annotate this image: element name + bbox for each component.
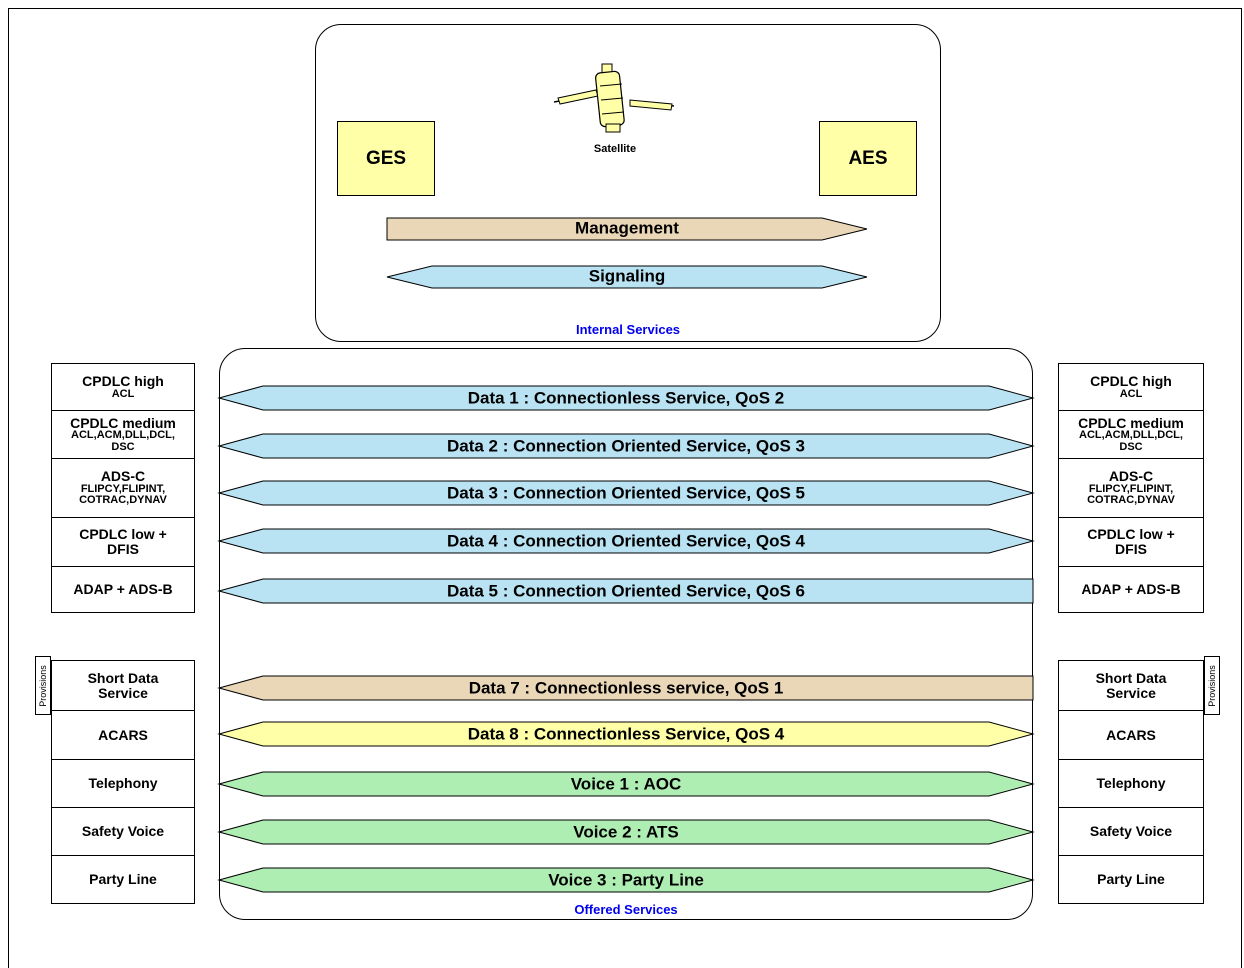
- service-title: CPDLC medium: [70, 414, 176, 431]
- service-arrow-label-1: Data 1 : Connectionless Service, QoS 2: [468, 388, 785, 407]
- service-title: Telephony: [1096, 775, 1166, 792]
- service-subtitle: ACL,ACM,DLL,DCL,: [1079, 429, 1183, 442]
- service-arrow-4: [217, 528, 1035, 554]
- service-subtitle: Service: [98, 684, 148, 701]
- service-arrow-9: [217, 819, 1035, 845]
- service-subtitle: ACL: [1119, 387, 1143, 400]
- service-title: Party Line: [89, 871, 157, 888]
- service-title: ADAP + ADS-B: [1081, 581, 1181, 598]
- service-arrow-label-6: Data 7 : Connectionless service, QoS 1: [469, 678, 784, 697]
- service-title: ACARS: [1106, 726, 1156, 743]
- service-title: Safety Voice: [81, 823, 165, 840]
- aes-label: AES: [848, 147, 888, 169]
- service-title: CPDLC medium: [1078, 414, 1184, 431]
- service-title: Short Data: [1095, 669, 1167, 686]
- service-box: ADAP + ADS-B: [51, 566, 195, 613]
- service-arrow-label-2: Data 2 : Connection Oriented Service, Qo…: [447, 436, 805, 455]
- offered-services-caption: Offered Services: [574, 902, 678, 917]
- service-arrow-label-10: Voice 3 : Party Line: [548, 870, 704, 889]
- service-title: ACARS: [98, 726, 148, 743]
- service-arrow-2: [217, 433, 1035, 459]
- service-subtitle: FLIPCY,FLIPINT,: [80, 482, 166, 495]
- service-subtitle: ACL,ACM,DLL,DCL,: [71, 429, 175, 442]
- service-arrow-10: [217, 867, 1035, 893]
- service-subtitle: COTRAC,DYNAV: [1087, 494, 1175, 507]
- ges-label: GES: [365, 147, 407, 169]
- service-arrow-label-7: Data 8 : Connectionless Service, QoS 4: [468, 724, 785, 743]
- service-title: CPDLC high: [1090, 372, 1172, 389]
- service-arrow-label-9: Voice 2 : ATS: [573, 822, 679, 841]
- service-subtitle: DSC: [111, 440, 135, 453]
- service-arrow-label-8: Voice 1 : AOC: [571, 774, 682, 793]
- service-box: CPDLC low +DFIS: [1058, 517, 1204, 567]
- service-box: Telephony: [51, 759, 195, 808]
- service-title: ADS-C: [1108, 468, 1154, 485]
- service-box: Telephony: [1058, 759, 1204, 808]
- service-box: ACARS: [1058, 710, 1204, 760]
- management-label: Management: [575, 218, 679, 237]
- service-box: Party Line: [51, 855, 195, 904]
- service-box: ADAP + ADS-B: [1058, 566, 1204, 613]
- provisions-tag-left: Provisions: [35, 656, 51, 715]
- aes-box: AES: [819, 121, 917, 196]
- ges-box: GES: [337, 121, 435, 196]
- service-arrow-7: [217, 721, 1035, 747]
- service-arrow-8: [217, 771, 1035, 797]
- service-title: Telephony: [88, 775, 158, 792]
- service-box: Safety Voice: [51, 807, 195, 856]
- service-arrow-label-3: Data 3 : Connection Oriented Service, Qo…: [447, 483, 805, 502]
- service-title: CPDLC high: [82, 372, 164, 389]
- service-title: CPDLC low +: [79, 526, 167, 543]
- service-subtitle: Service: [1106, 684, 1156, 701]
- service-subtitle: DFIS: [107, 541, 139, 557]
- service-title: ADAP + ADS-B: [73, 581, 173, 598]
- service-box: ACARS: [51, 710, 195, 760]
- provisions-tag-right: Provisions: [1204, 656, 1220, 715]
- service-title: Safety Voice: [1089, 823, 1173, 840]
- service-subtitle: ACL: [111, 387, 135, 400]
- service-arrow-6: [217, 675, 1034, 701]
- service-arrow-1: [217, 385, 1035, 411]
- management-arrow: [386, 217, 868, 241]
- service-title: CPDLC low +: [1087, 526, 1175, 543]
- service-title: Party Line: [1097, 871, 1165, 888]
- service-arrow-label-5: Data 5 : Connection Oriented Service, Qo…: [447, 581, 805, 600]
- signaling-arrow: [386, 265, 868, 289]
- service-box: CPDLC low +DFIS: [51, 517, 195, 567]
- satellite-label: Satellite: [593, 143, 637, 155]
- service-arrow-5: [217, 578, 1034, 604]
- internal-services-caption: Internal Services: [575, 322, 681, 337]
- satellite-icon: [553, 63, 675, 133]
- service-arrow-label-4: Data 4 : Connection Oriented Service, Qo…: [447, 531, 806, 550]
- diagram-frame: [8, 8, 1242, 968]
- offered-arrows: Data 1 : Connectionless Service, QoS 2 Da…: [217, 385, 1035, 893]
- service-subtitle: DSC: [1119, 440, 1143, 453]
- service-title: ADS-C: [100, 468, 146, 485]
- service-title: Short Data: [87, 669, 159, 686]
- provisions-label-left: Provisions: [38, 664, 49, 707]
- service-arrow-3: [217, 480, 1035, 506]
- signaling-label: Signaling: [589, 266, 666, 285]
- service-box: Safety Voice: [1058, 807, 1204, 856]
- service-subtitle: DFIS: [1115, 541, 1147, 557]
- service-subtitle: FLIPCY,FLIPINT,: [1088, 482, 1174, 495]
- internal-arrows: Management Signaling: [386, 217, 868, 289]
- service-subtitle: COTRAC,DYNAV: [79, 494, 167, 507]
- provisions-label-right: Provisions: [1207, 664, 1218, 707]
- service-box: Party Line: [1058, 855, 1204, 904]
